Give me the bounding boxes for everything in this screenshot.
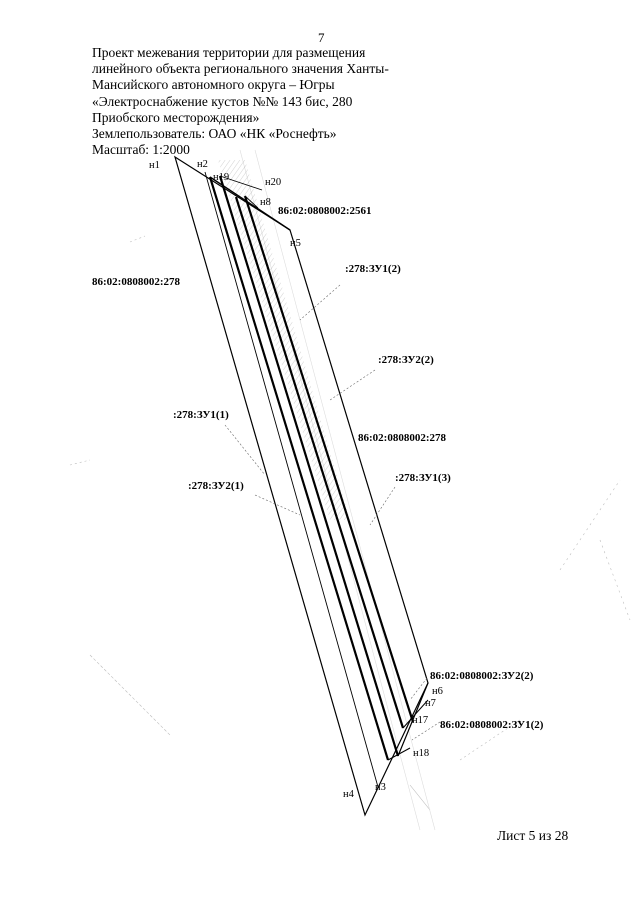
title-line-3: Мансийского автономного округа – Югры [92, 77, 335, 93]
parcel-label-278-right: 86:02:0808002:278 [358, 432, 446, 444]
title-line-5: Приобского месторождения» [92, 109, 260, 125]
point-n3: н3 [375, 782, 386, 793]
boundary-n19-n20 [219, 175, 263, 191]
background-lines [69, 149, 631, 831]
point-n20: н20 [265, 177, 281, 188]
parcel-label-zu2-2-full: 86:02:0808002:ЗУ2(2) [430, 670, 534, 682]
point-n2: н2 [197, 159, 208, 170]
title-line-2: линейного объекта регионального значения… [92, 61, 389, 77]
map-scale: Масштаб: 1:2000 [92, 142, 190, 158]
parcel-label-278-left: 86:02:0808002:278 [92, 276, 180, 288]
corridor-line-3 [234, 196, 405, 729]
parcel-label-zu2-1: :278:ЗУ2(1) [188, 480, 244, 492]
boundary-top [209, 176, 291, 231]
title-line-1: Проект межевания территории для размещен… [92, 45, 366, 60]
hatched-corridor [218, 160, 350, 520]
point-n1: н1 [149, 160, 160, 171]
land-user: Землепользователь: ОАО «НК «Роснефть» [92, 126, 337, 142]
page-number: 7 [318, 30, 325, 45]
sheet-counter: Лист 5 из 28 [497, 828, 569, 843]
point-n5: н5 [290, 238, 301, 249]
corridor-line-1 [208, 176, 390, 761]
boundary-n2-n3 [204, 171, 379, 788]
point-n18: н18 [413, 748, 429, 759]
document-header: Проект межевания территории для размещен… [92, 45, 412, 158]
point-n7: н7 [425, 698, 436, 709]
parcel-label-zu1-2-full: 86:02:0808002:ЗУ1(2) [440, 719, 544, 731]
leader-lines [224, 284, 441, 741]
parcel-label-zu1-3: :278:ЗУ1(3) [395, 472, 451, 484]
corridor-line-2 [218, 175, 400, 757]
point-n6: н6 [432, 686, 443, 697]
boundary-n7-n17 [402, 699, 429, 729]
title-line-4: «Электроснабжение кустов №№ 143 бис, 280 [92, 93, 353, 109]
boundary-n8 [244, 195, 259, 209]
point-n17: н17 [412, 715, 428, 726]
corridor-line-4 [243, 195, 415, 723]
parcel-label-zu1-1: :278:ЗУ1(1) [173, 409, 229, 421]
boundary-n18 [387, 747, 411, 761]
point-n8: н8 [260, 197, 271, 208]
parcel-label-zu1-2: :278:ЗУ1(2) [345, 263, 401, 275]
point-n4: н4 [343, 789, 355, 800]
boundary-bottom [397, 682, 429, 757]
parcel-label-zu2-2: :278:ЗУ2(2) [378, 354, 434, 366]
point-n19: н19 [213, 172, 229, 183]
parcel-label-2561: 86:02:0808002:2561 [278, 205, 372, 217]
